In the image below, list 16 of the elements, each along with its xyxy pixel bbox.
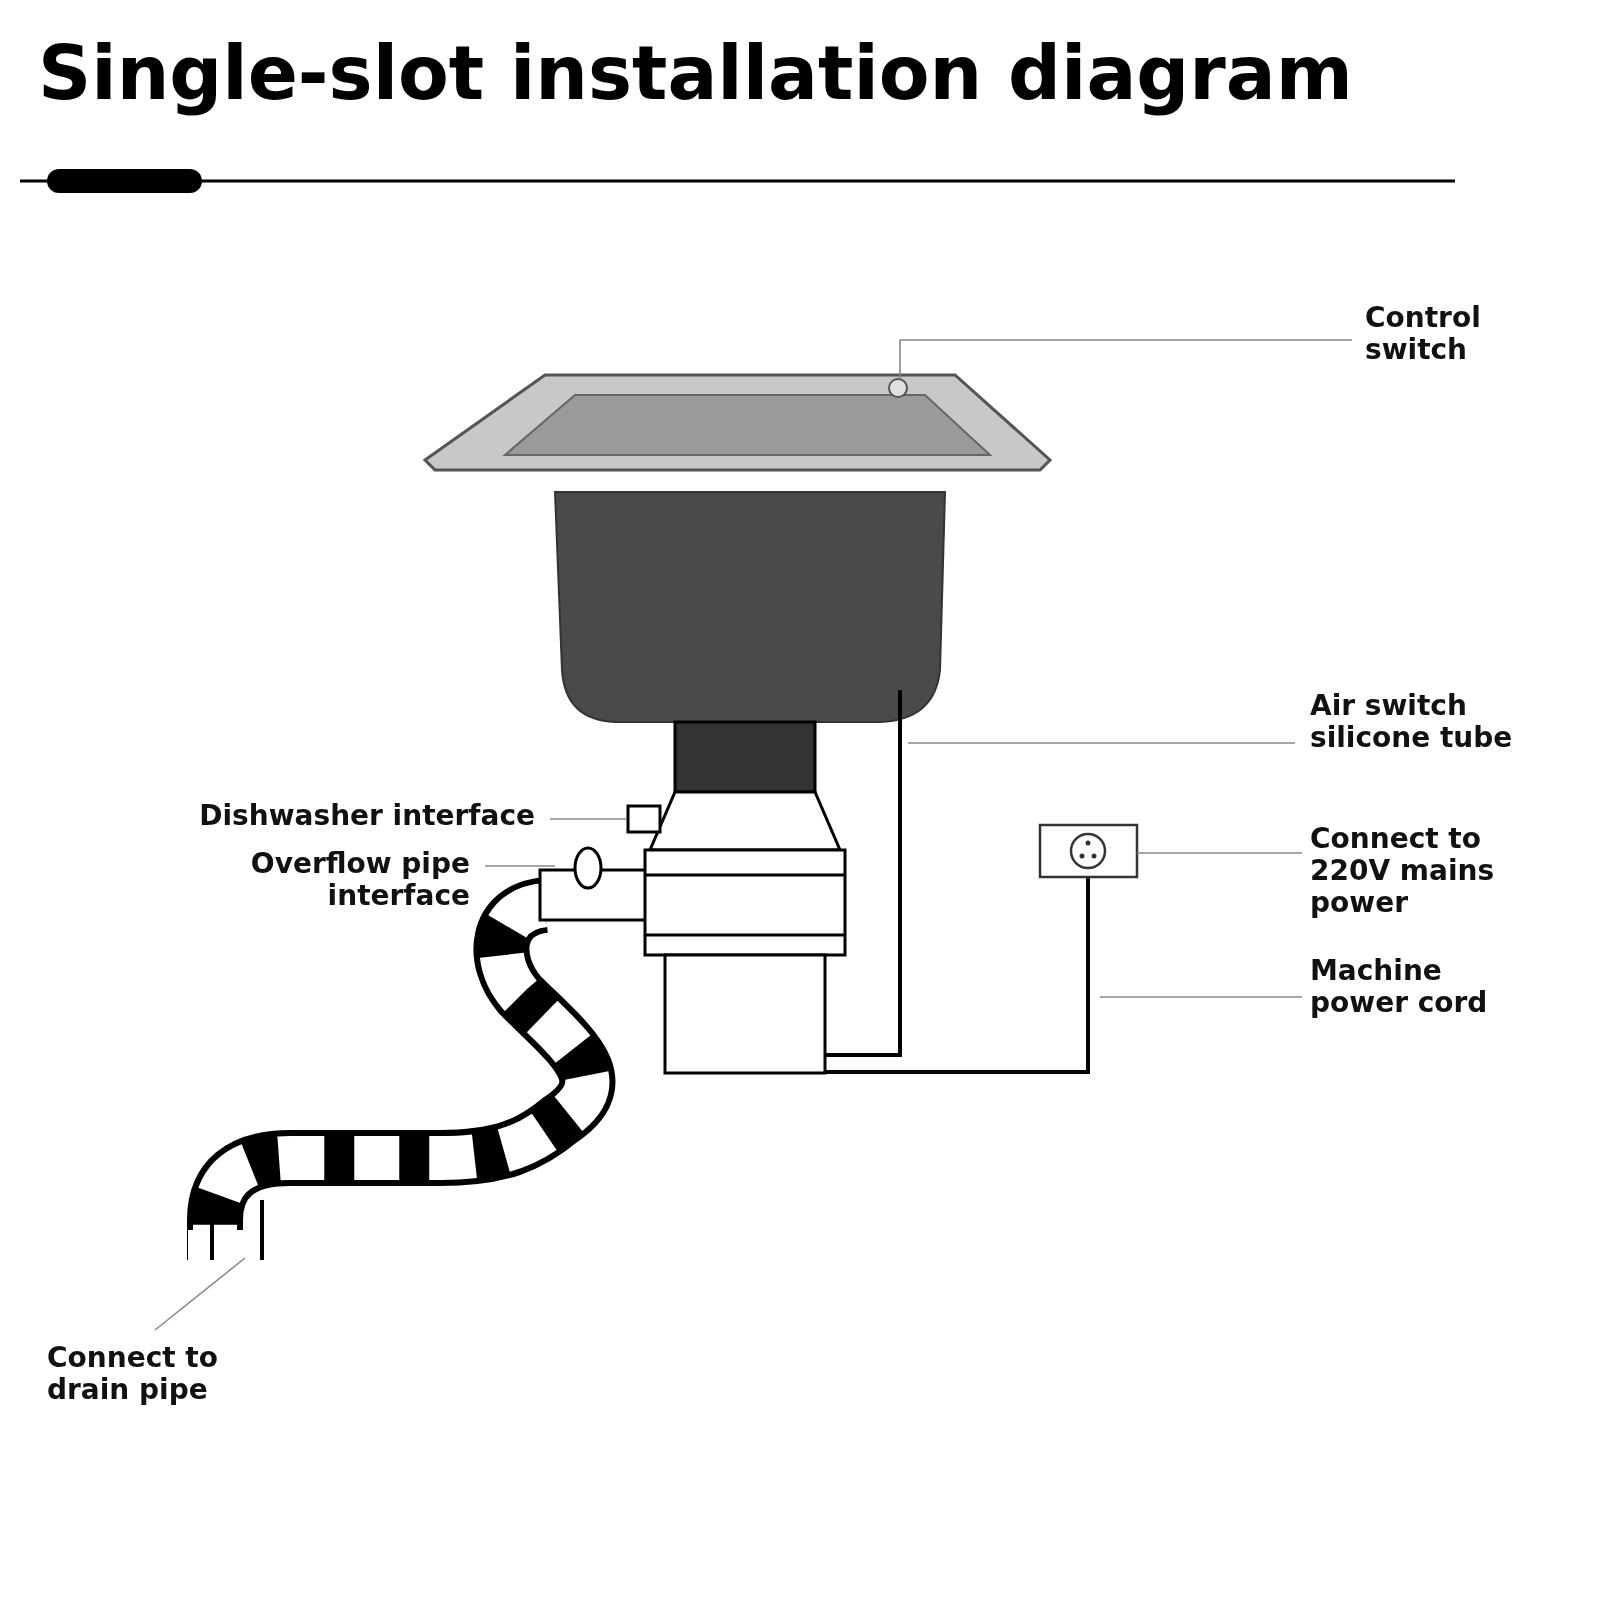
callout-label: Dishwasher interface	[185, 800, 535, 832]
leader-line	[484, 865, 556, 867]
title: Single-slot installation diagram	[38, 30, 1353, 116]
callout-label: Machine power cord	[1310, 955, 1540, 1019]
leader-line	[907, 742, 1296, 744]
power-socket	[1038, 823, 1139, 879]
leader-line	[549, 818, 627, 820]
leader-line	[899, 339, 1353, 379]
leader-line	[1099, 996, 1303, 998]
leader-line	[154, 1257, 246, 1331]
callout-label: Connect to 220V mains power	[1310, 823, 1530, 919]
callout-label: Connect to drain pipe	[47, 1342, 247, 1406]
callout-label: Overflow pipe interface	[220, 848, 470, 912]
leader-line	[1136, 852, 1303, 854]
callout-label: Control switch	[1365, 302, 1545, 366]
callout-label: Air switch silicone tube	[1310, 690, 1550, 754]
